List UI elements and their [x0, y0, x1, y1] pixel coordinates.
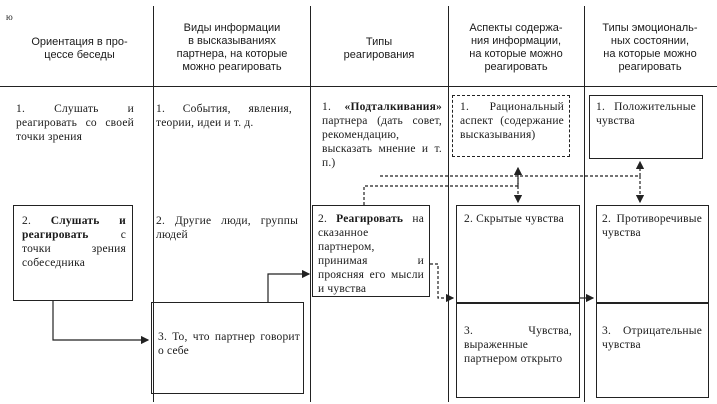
header-reaction-types: Типы реагирования: [343, 36, 415, 61]
col3-item1: 1. «Подталкивания» партнера (дать совет,…: [322, 100, 442, 170]
header-information-types: Виды информации в высказываниях партнера…: [176, 22, 288, 73]
col5-item2: 2. Противоречивые чувства: [602, 213, 702, 239]
column-divider: [310, 6, 311, 402]
col3-item1-rest: партнера (дать совет, рекомендацию, выск…: [322, 115, 442, 169]
column-divider: [448, 6, 449, 402]
col2-item2: 2. Другие люди, группы людей: [156, 215, 298, 241]
col1-item2-rest: с точки зрения собеседника: [22, 229, 126, 269]
col1-item2-num: 2.: [22, 215, 32, 227]
col2-item3: 3. То, что партнер говорит о себе: [158, 331, 300, 357]
column-divider: [153, 6, 154, 402]
column-divider: [584, 6, 585, 402]
box-react-to-said: [312, 205, 430, 297]
box-negative-feelings: [596, 303, 709, 398]
col4-item3: 3. Чувства, выраженные партнером открыто: [464, 325, 572, 365]
col5-item1: 1. Положительные чувства: [596, 101, 696, 127]
arrow-listen-to-self-info: [52, 301, 150, 345]
arrow-react-feedback: [363, 166, 523, 205]
header-content-aspects: Аспекты содержа- ния информации, на кото…: [469, 22, 563, 73]
col3-item2-rest: на сказанное партнером, принимая и прояс…: [318, 213, 425, 295]
col4-item1: 1. Рациональный аспект (содержание выска…: [460, 101, 564, 141]
box-contradictory-feelings: [596, 205, 709, 303]
col2-item1: 1. События, явления, теории, идеи и т. д…: [156, 103, 292, 129]
col3-item2-bold: Реагировать: [336, 213, 404, 225]
header-orientation: Ориентация в про- цессе беседы: [31, 36, 128, 61]
arrow-self-info-to-react: [267, 269, 311, 302]
box-hidden-feelings: [456, 205, 580, 303]
header-emotional-states: Типы эмоциональ- ных состоянии, на котор…: [602, 22, 698, 73]
box-rational-aspect: [452, 95, 570, 157]
col1-item2: 2. Слушать и реагировать с точки зрения …: [22, 214, 126, 270]
col5-item3: 3. Отрицательные чувства: [602, 325, 702, 351]
col1-item2-bold: Слушать и реагировать: [22, 215, 126, 241]
corner-label: ю: [6, 12, 13, 22]
box-partner-about-self: [151, 302, 304, 394]
col3-item1-num: 1.: [322, 101, 332, 113]
col3-item2: 2. Реагировать на сказанное партнером, п…: [318, 212, 424, 296]
col4-item2: 2. Скрытые чувства: [464, 213, 564, 225]
col3-item1-bold: «Подталкивания»: [344, 101, 442, 113]
box-open-feelings: [456, 303, 580, 398]
col3-item2-num: 2.: [318, 213, 328, 225]
arrow-react-to-hidden: [430, 263, 455, 303]
header-divider: [0, 86, 717, 87]
box-listen-partner-view: [13, 205, 133, 301]
col1-item1: 1. Слушать и реагировать со своей точки …: [16, 103, 134, 143]
box-positive-feelings: [589, 95, 703, 159]
